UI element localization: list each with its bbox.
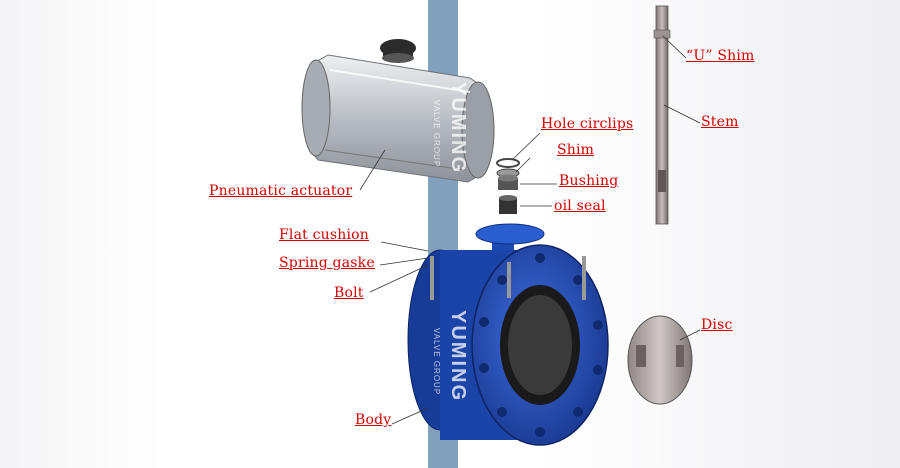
label-shim: Shim — [557, 142, 595, 158]
label-hole-circlips: Hole circlips — [541, 116, 634, 132]
disc-shape — [627, 315, 693, 405]
label-oil-seal: oil seal — [554, 198, 606, 214]
label-stem: Stem — [701, 114, 739, 130]
label-u-shim: “U” Shim — [686, 48, 755, 64]
pneumatic-actuator-shape — [301, 39, 495, 183]
stem-shape — [653, 5, 671, 225]
watermark-brand-top: YUMING — [447, 82, 469, 174]
label-disc: Disc — [701, 317, 733, 333]
watermark-group-top: VALVE GROUP — [432, 100, 441, 168]
leader-lines — [359, 35, 701, 425]
label-body: Body — [355, 412, 392, 428]
label-bushing: Bushing — [559, 173, 619, 189]
label-bolt: Bolt — [334, 285, 364, 301]
label-pneumatic-actuator: Pneumatic actuator — [209, 183, 353, 199]
small-parts-stack — [496, 158, 520, 214]
watermark-brand-bottom: YUMING — [447, 310, 469, 402]
label-spring-gasket: Spring gaske — [279, 255, 375, 271]
watermark-group-bottom: VALVE GROUP — [432, 328, 441, 396]
valve-body-shape — [407, 223, 609, 446]
label-flat-cushion: Flat cushion — [279, 227, 369, 243]
